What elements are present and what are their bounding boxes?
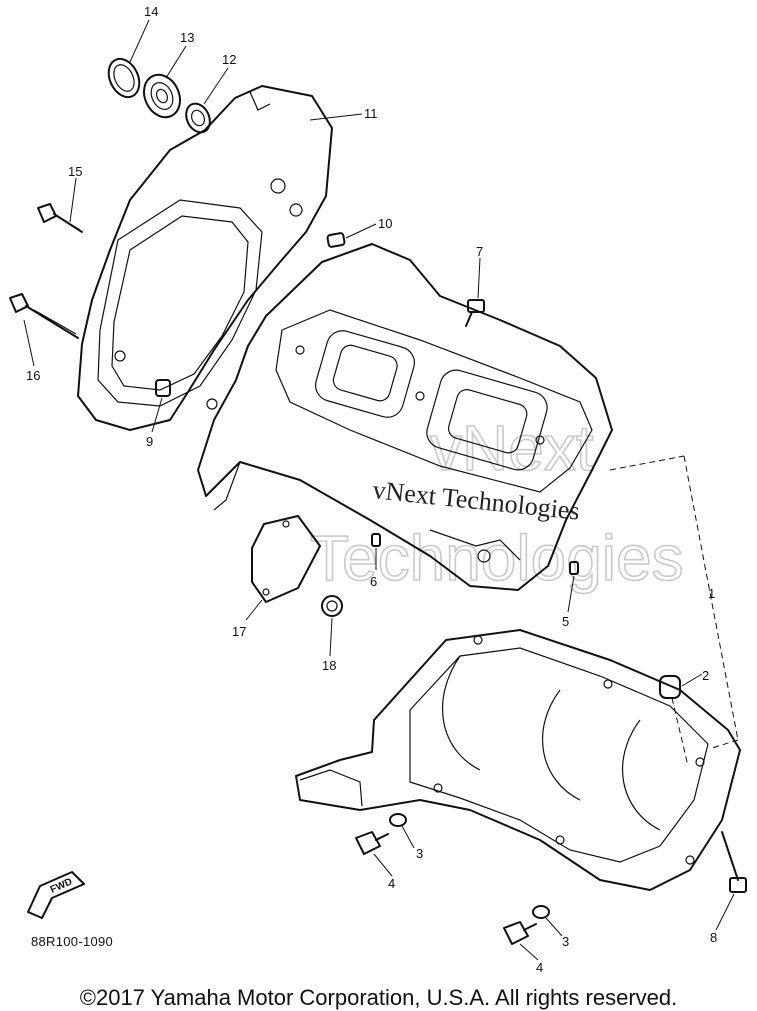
callout-1: 1 [708, 586, 715, 601]
callout-15: 15 [68, 164, 82, 179]
part-8-long-bolt [721, 831, 747, 893]
diagram-code: 88R100-1090 [31, 934, 114, 949]
callout-10: 10 [378, 216, 392, 231]
callout-13: 13 [180, 30, 194, 45]
fwd-arrow-icon: FWD [27, 871, 85, 919]
part-4-bolt-a [355, 831, 389, 855]
callout-17: 17 [232, 624, 246, 639]
callout-14: 14 [144, 4, 158, 19]
callout-4a: 4 [388, 876, 395, 891]
callout-18: 18 [322, 658, 336, 673]
callout-3a: 3 [416, 846, 423, 861]
part-5-pin [569, 561, 579, 575]
callout-9: 9 [146, 434, 153, 449]
copyright-notice: ©2017 Yamaha Motor Corporation, U.S.A. A… [79, 985, 678, 1010]
callout-3b: 3 [562, 934, 569, 949]
leader-lines [23, 19, 739, 961]
part-15-bolt [37, 203, 83, 233]
callout-2: 2 [702, 668, 709, 683]
part-2-dowel [659, 675, 681, 699]
part-16-long-bolt [9, 293, 79, 339]
part-6-pin [371, 533, 381, 547]
part-14-snap-ring [107, 57, 141, 99]
callout-16: 16 [26, 368, 40, 383]
part-13-bearing [143, 73, 181, 119]
part-11-crankcase-cover [77, 85, 333, 431]
upper-crankcase [197, 243, 613, 591]
part-10-dowel-pin [326, 232, 346, 248]
watermark-line1: vNext [430, 412, 594, 484]
part-12-oil-seal [185, 102, 211, 134]
callout-7: 7 [476, 244, 483, 259]
callout-5: 5 [562, 614, 569, 629]
callout-8: 8 [710, 930, 717, 945]
watermark-line2: Technologies [310, 522, 684, 594]
part-3-washer-a [389, 813, 407, 827]
watermark: vNext Technologies vNext Technologies [309, 411, 684, 595]
callout-numbers: 14 13 12 11 15 10 7 16 9 6 5 1 2 17 18 3… [26, 4, 717, 975]
callout-6: 6 [370, 574, 377, 589]
callout-4b: 4 [536, 960, 543, 975]
callout-12: 12 [222, 52, 236, 67]
callout-11: 11 [364, 106, 378, 121]
part-18-nut [321, 595, 343, 617]
lower-crankcase [295, 629, 741, 891]
part-4-bolt-b [503, 921, 537, 945]
part-17-cover-plate [251, 515, 321, 603]
part-7-bolt [465, 299, 485, 327]
part-3-washer-b [532, 905, 550, 919]
part-9-dowel-pin [155, 379, 171, 397]
